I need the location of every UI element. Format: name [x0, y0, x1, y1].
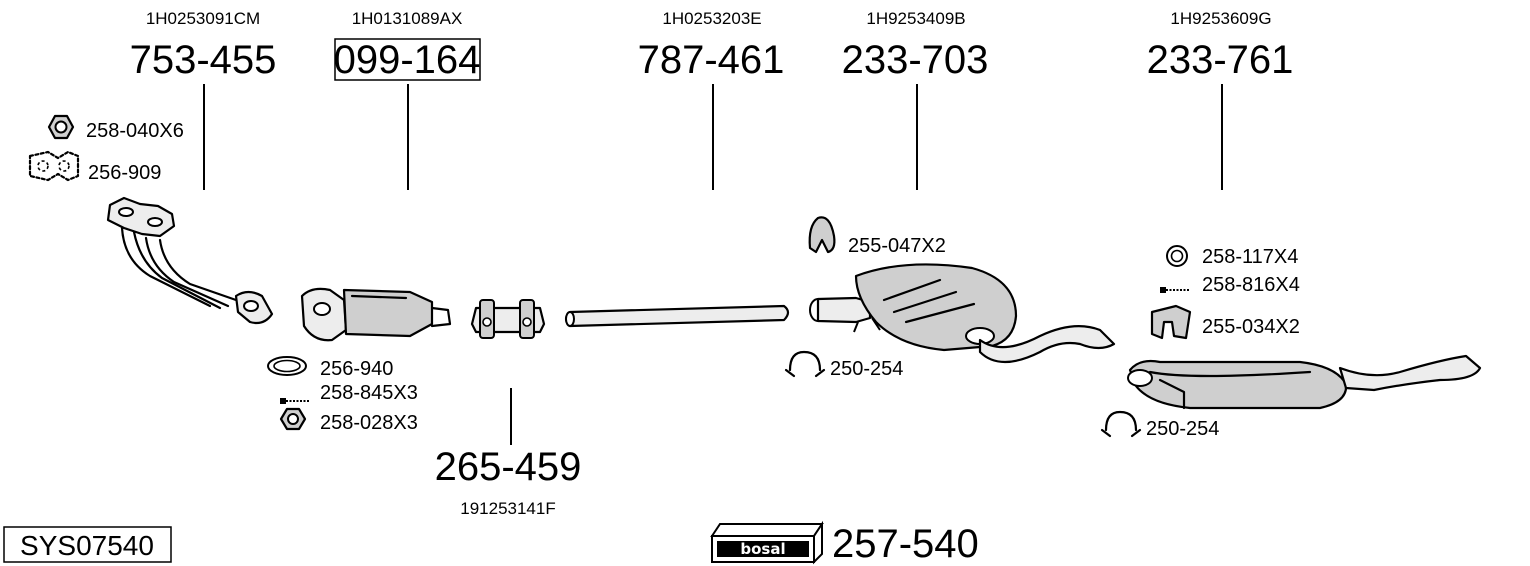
hex-nut-icon	[47, 114, 75, 140]
accessory-label-gasket-flange[interactable]: 256-909	[88, 162, 161, 184]
mounting-kit-box-icon: bosal	[710, 520, 824, 565]
part-number-099-164[interactable]: 099-164	[334, 38, 481, 82]
ring-gasket-icon	[267, 356, 307, 376]
oem-number-099-164: 1H0131089AX	[352, 9, 463, 28]
connector-sleeve-drawing[interactable]	[470, 299, 546, 339]
brand-logo: bosal	[740, 540, 785, 558]
catalytic-converter-drawing[interactable]	[300, 287, 452, 342]
accessory-label-hanger-mid[interactable]: 255-047X2	[848, 235, 946, 257]
middle-pipe-drawing[interactable]	[564, 304, 790, 328]
clamp-icon	[1100, 410, 1142, 438]
accessory-label-bolt-cat[interactable]: 258-845X3	[320, 382, 418, 404]
oem-number-265-459: 191253141F	[460, 499, 555, 518]
hex-nut-icon	[279, 407, 307, 431]
part-number-787-461[interactable]: 787-461	[638, 38, 785, 82]
clamp-icon	[784, 350, 826, 378]
mounting-kit-part-number[interactable]: 257-540	[832, 522, 979, 566]
middle-muffler-drawing[interactable]	[809, 263, 1116, 363]
system-code-box	[3, 526, 172, 563]
oem-number-233-761: 1H9253609G	[1170, 9, 1271, 28]
accessory-label-bolt-rear[interactable]: 258-816X4	[1202, 274, 1300, 296]
oem-number-787-461: 1H0253203E	[662, 9, 761, 28]
accessory-label-clamp-mid[interactable]: 250-254	[830, 358, 903, 380]
bolt-icon	[1160, 287, 1190, 293]
front-pipe-drawing[interactable]	[106, 196, 274, 325]
accessory-label-nut-front[interactable]: 258-040X6	[86, 120, 184, 142]
accessory-label-ring-gasket[interactable]: 256-940	[320, 358, 393, 380]
bolt-icon	[280, 398, 310, 404]
ring-icon	[1166, 245, 1188, 267]
accessory-label-hanger-rear[interactable]: 255-034X2	[1202, 316, 1300, 338]
hanger-icon	[808, 216, 836, 254]
part-number-753-455[interactable]: 753-455	[130, 38, 277, 82]
rear-muffler-drawing[interactable]	[1127, 354, 1482, 410]
accessory-label-clamp-rear[interactable]: 250-254	[1146, 418, 1219, 440]
highlight-box-099-164	[334, 38, 481, 81]
accessory-label-nut-cat[interactable]: 258-028X3	[320, 412, 418, 434]
flange-gasket-icon	[28, 150, 80, 182]
part-number-265-459[interactable]: 265-459	[435, 445, 582, 489]
part-number-233-703[interactable]: 233-703	[842, 38, 989, 82]
accessory-label-ring-rear[interactable]: 258-117X4	[1202, 246, 1298, 268]
part-number-233-761[interactable]: 233-761	[1147, 38, 1294, 82]
oem-number-233-703: 1H9253409B	[866, 9, 965, 28]
hanger-icon	[1150, 304, 1192, 340]
oem-number-753-455: 1H0253091CM	[146, 9, 260, 28]
system-code: SYS07540	[20, 530, 154, 561]
